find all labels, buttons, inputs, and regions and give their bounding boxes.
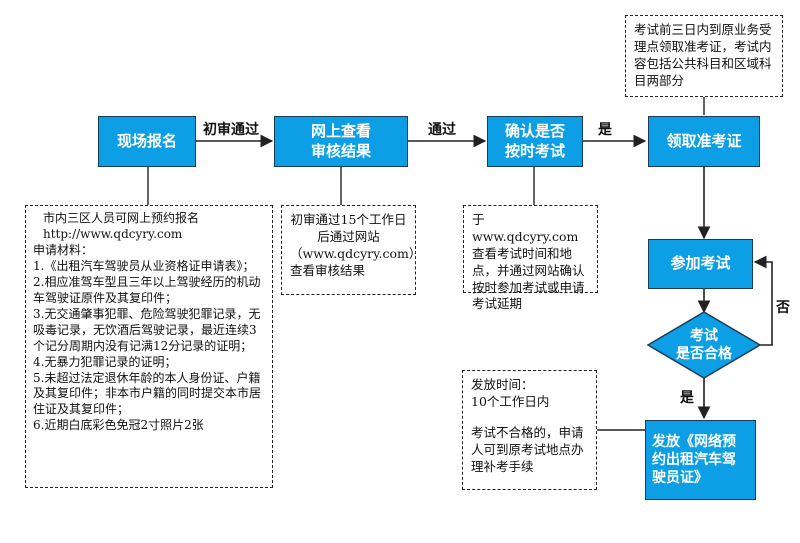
- step-pass-check-label: 考试 是否合格: [676, 327, 732, 362]
- step-get-admission: 领取准考证: [648, 116, 760, 167]
- note-reg-line-3: 1.《出租汽车驾驶员从业资格证申请表》；: [33, 258, 255, 273]
- step-issue-license: 发放《网络预约出租汽车驾驶员证》: [645, 420, 756, 500]
- step-online-review-label: 网上查看 审核结果: [310, 122, 371, 160]
- note-review-result: 初审通过15个工作日后通过网站 （www.qdcyry.com） 查看审核结果: [281, 205, 422, 295]
- note-confirm-info-text: 于www.qdcyry.com查看考试时间和地点，并通过网站确认按时参加考试或申…: [472, 212, 585, 312]
- note-review-line-0: 初审通过15个工作日后通过网站: [290, 212, 407, 244]
- step-onsite-register-label: 现场报名: [116, 131, 177, 150]
- note-reg-line-5: 3.无交通肇事犯罪、危险驾驶犯罪记录，无吸毒记录，无饮酒后驾驶记录，最近连续3个…: [33, 306, 261, 353]
- arrow-fail-loop: [753, 255, 773, 346]
- note-reg-line-4: 2.相应准驾车型且三年以上驾驶经历的机动车驾驶证原件及其复印件；: [33, 274, 261, 305]
- note-issue-time: 发放时间： 10个工作日内 考试不合格的，申请人可到原考试地点办理补考手续: [462, 370, 597, 490]
- step-confirm-exam-label: 确认是否 按时考试: [504, 122, 565, 160]
- label-yes-top: 是: [598, 122, 612, 138]
- step-onsite-register: 现场报名: [98, 116, 196, 167]
- step-confirm-exam: 确认是否 按时考试: [487, 116, 583, 167]
- note-reg-line-7: 5.未超过法定退休年龄的本人身份证、户籍及其复印件；非本市户籍的同时提交本市居住…: [33, 370, 262, 417]
- note-reg-line-8: 6.近期白底彩色免冠2寸照片2张: [33, 418, 204, 433]
- label-no: 否: [776, 300, 790, 316]
- step-attend-exam-label: 参加考试: [670, 254, 731, 273]
- note-registration-materials: 市内三区人员可网上预约报名 http://www.qdcyry.com 申请材料…: [25, 205, 273, 488]
- step-issue-license-label: 发放《网络预约出租汽车驾驶员证》: [652, 433, 736, 487]
- note-reg-line-0: 市内三区人员可网上预约报名: [43, 211, 200, 225]
- note-makeup-text: 考试不合格的，申请人可到原考试地点办理补考手续: [471, 424, 584, 474]
- note-reg-line-1: http://www.qdcyry.com: [43, 226, 183, 241]
- step-get-admission-label: 领取准考证: [666, 131, 742, 150]
- label-yes-bottom: 是: [680, 390, 694, 406]
- note-issue-time-line-0: 发放时间：: [471, 377, 534, 392]
- note-reg-line-6: 4.无暴力犯罪记录的证明；: [33, 354, 177, 369]
- step-attend-exam: 参加考试: [648, 239, 753, 289]
- note-review-line-2: 查看审核结果: [290, 262, 366, 278]
- note-confirm-info: 于www.qdcyry.com查看考试时间和地点，并通过网站确认按时参加考试或申…: [463, 205, 598, 311]
- note-reg-line-2: 申请材料：: [33, 242, 94, 257]
- note-admission-info: 考试前三日内到原业务受理点领取准考证，考试内容包括公共科目和区域科目两部分: [625, 15, 783, 97]
- note-review-line-1: （www.qdcyry.com）: [290, 245, 422, 261]
- note-issue-time-line-1: 10个工作日内: [471, 393, 550, 409]
- label-initial-pass: 初审通过: [203, 122, 259, 138]
- step-pass-check: 考试 是否合格: [652, 320, 756, 370]
- note-admission-info-text: 考试前三日内到原业务受理点领取准考证，考试内容包括公共科目和区域科目两部分: [634, 22, 772, 88]
- step-online-review: 网上查看 审核结果: [274, 116, 408, 167]
- label-pass: 通过: [428, 122, 456, 138]
- decision-diamond: [646, 311, 762, 379]
